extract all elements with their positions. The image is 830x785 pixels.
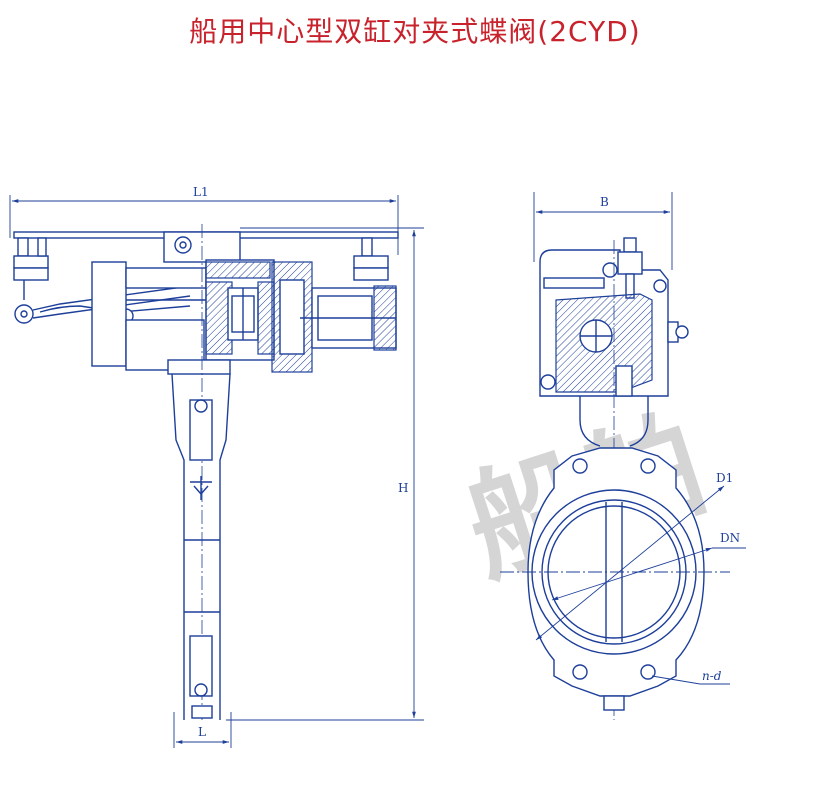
side-view: L1 [9,185,424,748]
right-bolt-assembly [353,237,389,281]
left-bolt-assembly [13,237,49,300]
right-cylinder [271,261,397,373]
dim-l1-label: L1 [193,185,209,199]
dim-b-label: B [600,195,609,209]
central-actuator-body [163,224,275,720]
valve-stem [171,373,231,720]
dim-nd-label: n-d [702,669,722,683]
page-title: 船用中心型双缸对夹式蝶阀(2CYD) [189,15,641,48]
front-view: B [500,192,746,720]
dim-dn-label: DN [720,531,740,545]
left-cylinder-block [91,261,207,371]
dim-d1-label: D1 [716,471,733,485]
dim-h-label: H [398,481,408,495]
dim-l-label: L [198,725,206,739]
